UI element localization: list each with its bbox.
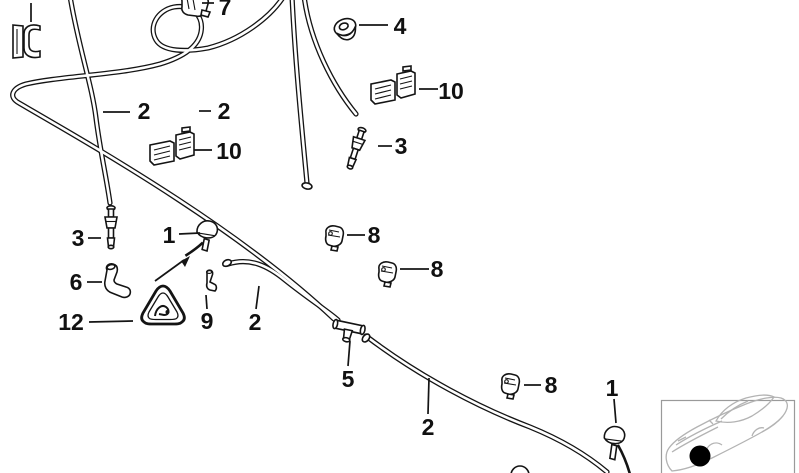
holder-clip-10-part (370, 65, 416, 105)
washer-nozzle-1-part (603, 425, 632, 473)
callout-label-2-hose: 2 (422, 414, 435, 440)
t-connector-5-part (332, 318, 366, 343)
connector-3-part (104, 204, 118, 250)
hose-short-mid (225, 258, 341, 323)
callout-label-7-hose-clip: 7 (219, 0, 232, 20)
clip-7-part (181, 0, 212, 18)
hose-long-bottom-core (364, 334, 609, 473)
callout-label-10-holder-clip: 10 (438, 78, 464, 104)
hose-left-vertical-core (69, 0, 112, 205)
clip-8-part (500, 373, 521, 400)
warning-triangle-12 (140, 284, 186, 326)
callout-label-1-washer-jet-nozzle: 1 (163, 222, 176, 248)
callout-label-2-hose: 2 (138, 98, 151, 124)
clip-8-part (377, 261, 398, 288)
hose-with-loop-core (11, 0, 336, 321)
hose-end-cap (221, 258, 233, 268)
leader-line-1 (178, 232, 201, 235)
leader-line-2 (255, 285, 260, 310)
bottom-edge-grommet (510, 465, 530, 473)
callout-label-6-elbow-hose: 6 (70, 269, 83, 295)
location-marker-dot (689, 445, 711, 467)
elbow-6-part (103, 263, 132, 299)
callout-label-1-washer-jet-nozzle: 1 (606, 375, 619, 401)
hose-middle-to-connector (302, 0, 359, 117)
connector-3-part (346, 126, 367, 170)
callout-label-8-hose-clip: 8 (368, 222, 381, 248)
grommet-4-part (333, 17, 357, 41)
callout-label-10-holder-clip: 10 (216, 138, 242, 164)
corner-clip-part (12, 24, 41, 59)
callout-label-5-t-connector: 5 (342, 366, 355, 392)
callout-label-3-hose-connector: 3 (395, 133, 408, 159)
holder-clip-10-part (149, 126, 195, 166)
leader-line-9 (205, 294, 208, 310)
hose-lines (10, 0, 610, 473)
car-location-inset (660, 394, 796, 473)
hose-middle-to-connector-core (303, 0, 358, 116)
callout-label-8-hose-clip: 8 (545, 372, 558, 398)
angle-piece-9-part (205, 269, 218, 292)
callout-label-3-hose-connector: 3 (72, 225, 85, 251)
pointer-arrow (154, 256, 190, 282)
callout-label-9-angle-piece: 9 (201, 308, 214, 334)
leader-line-1 (613, 398, 617, 424)
callout-label-2-hose: 2 (218, 98, 231, 124)
hose-end-cap (301, 182, 313, 190)
hose-end-cap (361, 333, 371, 343)
washer-nozzle-1-part (184, 220, 219, 257)
leader-line-2 (427, 377, 430, 415)
callout-label-4-grommet: 4 (394, 13, 407, 39)
callout-label-2-hose: 2 (249, 309, 262, 335)
leader-line-5 (347, 340, 351, 367)
hose-short-mid-core (226, 260, 340, 322)
hose-long-bottom (363, 333, 610, 473)
callout-label-12-warning-triangle: 12 (58, 309, 84, 335)
clip-8-part (324, 225, 345, 252)
callout-layer: 7 4 10 2 2 10 3 3 1 8 8 6 12 9 2 5 2 8 1 (30, 0, 619, 440)
leader-line-12 (88, 320, 134, 323)
callout-label-8-hose-clip: 8 (431, 256, 444, 282)
hose-middle-short-core (290, 0, 309, 185)
